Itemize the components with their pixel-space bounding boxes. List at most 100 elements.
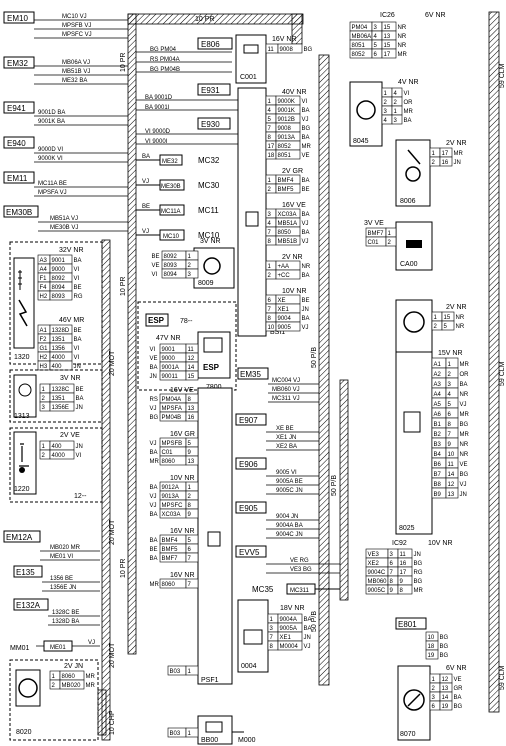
pin-text: 6 — [390, 561, 394, 567]
pin-text: C01 — [368, 240, 380, 246]
relay-icon — [203, 257, 221, 275]
pin-text: VJ — [302, 117, 309, 123]
wire-label: XE BE — [276, 426, 294, 432]
pin-text: BA — [150, 450, 158, 456]
pin-text: VJ — [302, 325, 309, 331]
pin-text: 3 — [384, 109, 388, 115]
key-icon — [406, 240, 422, 248]
pin-text: JN — [460, 492, 467, 498]
pin-text: BA — [74, 258, 82, 264]
pin-text: 6 — [374, 52, 378, 58]
component-bsi1-label: BSI1 — [270, 329, 285, 336]
wire-label: VE RG — [290, 558, 309, 564]
pin-text: 4000 — [52, 453, 66, 459]
wire-label: MB06A VJ — [62, 60, 90, 66]
connector-em30b: EM30B MB51A VJ ME30B VJ — [3, 205, 128, 232]
pin-text: BA — [302, 108, 310, 114]
pin-text: 8 — [270, 644, 274, 650]
pin-text: 9000K — [278, 99, 295, 105]
pin-text: F2 — [40, 337, 48, 343]
pin-text: BMF7 — [162, 556, 179, 562]
pin-text: 5 — [188, 441, 192, 447]
pin-text: 7 — [270, 635, 274, 641]
pin-text: 1328D — [52, 328, 70, 334]
pin-text: 14 — [442, 695, 449, 701]
pin-text: 3 — [270, 626, 274, 632]
pin-cell — [445, 487, 459, 499]
pin-text: BA — [302, 212, 310, 218]
connector-e806-label: E806 — [201, 40, 220, 49]
pin-text: VI — [74, 346, 80, 352]
connector-header: 40V NR — [282, 89, 307, 96]
pin-cell — [49, 290, 73, 301]
temperature-sensor-icon — [19, 443, 29, 467]
mc-label: MC10 — [198, 231, 220, 240]
wire-label: VJ — [142, 179, 149, 185]
connector-header: 10V NR — [170, 475, 195, 482]
component-1220-label: 1220 — [14, 486, 30, 493]
pin-text: BMF5 — [278, 187, 295, 193]
pin-text: BMF4 — [162, 538, 179, 544]
connector-em35: EM35 MC004 VJ MB060 VJ MC311 VJ — [237, 367, 319, 403]
pin-text: A4 — [40, 267, 48, 273]
bundle-label-20mot-c: 20 MOT — [109, 642, 116, 668]
pin-text: A3 — [434, 382, 442, 388]
connector-header: 16V NR — [170, 572, 195, 579]
connector-e940-label: E940 — [7, 139, 26, 148]
wire-label: BA 9001D — [145, 95, 173, 101]
component-8006-label: 8006 — [400, 198, 416, 205]
wire-label: VJ — [88, 640, 95, 646]
connector-e907-label: E907 — [239, 416, 258, 425]
wire-label: 1356 BE — [50, 576, 73, 582]
pin-text: 1 — [188, 731, 192, 737]
connector-e930: E930 VI 9000D VI 9000I — [136, 117, 238, 145]
pin-cell — [391, 114, 403, 125]
pin-text: 11 — [448, 462, 455, 468]
wire-label: MC10 VJ — [62, 14, 87, 20]
connector-mm01-label: MM01 — [10, 645, 30, 652]
pin-text: VI — [76, 453, 82, 459]
pin-text: 4 — [448, 392, 452, 398]
pin-text: BA — [150, 512, 158, 518]
pin-cell — [49, 401, 75, 412]
pin-text: 8 — [268, 316, 272, 322]
pin-cell — [439, 156, 453, 167]
pin-text: BE — [76, 387, 84, 393]
pin-text: XE — [278, 298, 286, 304]
pin-text: MR — [150, 459, 160, 465]
pin-text: BA — [454, 695, 462, 701]
mc-label: MC11 — [198, 206, 219, 215]
pin-text: 16 — [188, 415, 195, 421]
pin-text: 9012B — [278, 117, 295, 123]
pin-text: VJ — [150, 494, 157, 500]
component-1313-label: 1313 — [14, 413, 30, 420]
connector-header: 32V NR — [59, 247, 84, 254]
pin-text: VE — [150, 356, 158, 362]
connector-header: 16V VE — [282, 202, 306, 209]
wire-label: RS PM04A — [150, 57, 180, 63]
pin-cell — [185, 455, 199, 466]
pin-text: 4 — [268, 108, 272, 114]
pin-text: VE — [454, 677, 462, 683]
pin-text: 6 — [432, 704, 436, 710]
mc-label: MC32 — [198, 156, 220, 165]
pin-text: VE — [460, 462, 468, 468]
pin-text: 3 — [390, 552, 394, 558]
pin-text: 12 — [442, 677, 449, 683]
pin-text: 9005A — [280, 626, 297, 632]
pin-text: BG — [440, 653, 449, 659]
wire-label: VE3 BG — [290, 567, 312, 573]
pin-text: JN — [74, 364, 81, 370]
wire-label: 9001K BA — [38, 119, 65, 125]
bundle-label-top: 10 PR — [195, 16, 214, 23]
pin-text: 8050 — [278, 230, 292, 236]
pin-text: 2 — [384, 100, 388, 106]
pin-text: GR — [454, 686, 464, 692]
pin-text: BA — [150, 538, 158, 544]
